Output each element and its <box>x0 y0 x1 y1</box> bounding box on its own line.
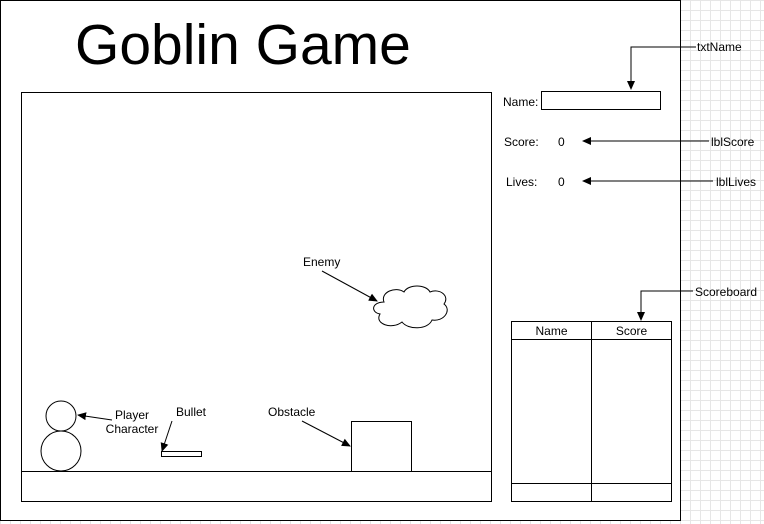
obstacle-arrow <box>301 420 351 447</box>
score-label: Score: <box>504 135 539 149</box>
annotation-txtname: txtName <box>697 40 742 54</box>
lives-value: 0 <box>558 175 565 189</box>
enemy-arrow <box>321 270 378 302</box>
enemy-label: Enemy <box>303 255 341 269</box>
obstacle-label: Obstacle <box>268 405 316 419</box>
scoreboard-header-score: Score <box>615 324 648 338</box>
player-head-icon <box>45 400 77 432</box>
player-label-line1: Player <box>114 408 149 422</box>
player-arrow <box>77 412 113 421</box>
player-label-line2: Character <box>105 422 159 436</box>
scoreboard-arrow <box>637 290 693 321</box>
game-title: Goblin Game <box>75 13 411 77</box>
score-value: 0 <box>558 135 565 149</box>
player-body-icon <box>40 430 82 472</box>
scoreboard-header-name: Name <box>535 324 568 338</box>
bullet-icon <box>161 451 202 457</box>
name-input[interactable] <box>541 91 661 110</box>
bullet-label: Bullet <box>176 405 207 419</box>
annotation-lbllives: lblLives <box>716 175 757 189</box>
obstacle-block <box>351 421 412 472</box>
enemy-cloud-icon <box>373 285 448 329</box>
annotation-scoreboard: Scoreboard <box>695 285 758 299</box>
lives-label: Lives: <box>506 175 538 189</box>
txtname-arrow <box>627 46 696 90</box>
bullet-arrow <box>160 420 173 452</box>
name-label: Name: <box>503 95 539 109</box>
annotation-lblscore: lblScore <box>711 135 755 149</box>
